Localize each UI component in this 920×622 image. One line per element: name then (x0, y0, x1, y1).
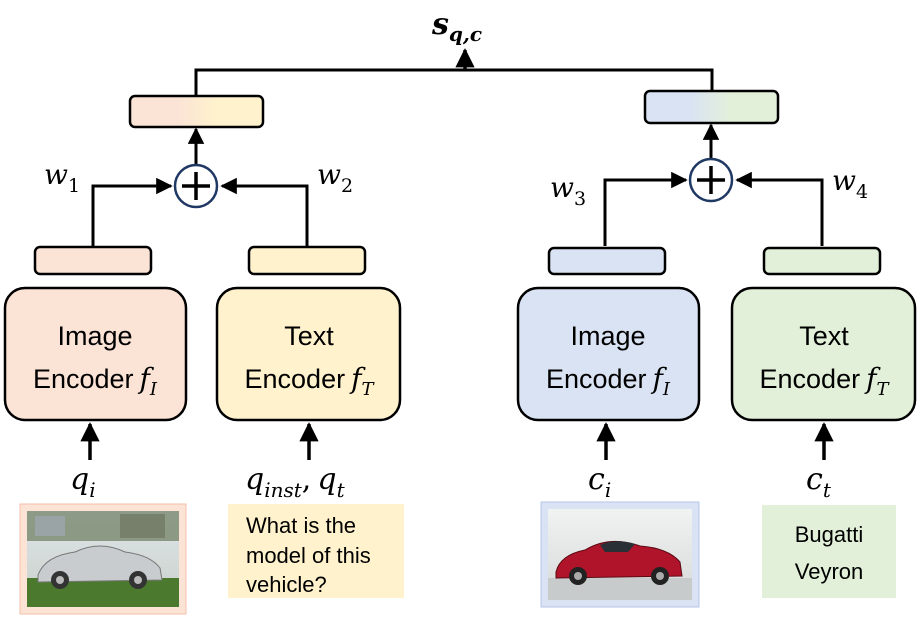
query-image-input-label: qi (70, 462, 96, 502)
candidate-fused-embedding (643, 89, 780, 125)
candidate-text-to-plus-arrow (735, 171, 824, 246)
candidate-text-input-label: ct (806, 462, 832, 502)
similarity-score-label: sq,c (431, 7, 482, 46)
top-bracket-line (194, 68, 714, 97)
svg-text:Text: Text (799, 321, 849, 351)
candidate-text-embedding (762, 246, 882, 276)
candidate-image-to-plus-arrow (603, 171, 688, 246)
svg-text:vehicle?: vehicle? (246, 572, 327, 597)
weight-w2-label: w2 (317, 158, 353, 197)
weight-w3-label: w3 (550, 171, 586, 210)
query-image-to-plus-arrow (91, 177, 173, 246)
query-fused-embedding (128, 94, 265, 129)
svg-text:Image: Image (570, 321, 645, 351)
weight-w1-label: w1 (44, 158, 80, 197)
candidate-answer-box: Bugatti Veyron (762, 505, 896, 598)
candidate-image-input-label: ci (588, 462, 611, 502)
svg-text:Image: Image (57, 321, 132, 351)
query-question-box: What is the model of this vehicle? (228, 504, 404, 598)
svg-text:Veyron: Veyron (795, 559, 864, 584)
query-text-embedding (247, 245, 367, 276)
query-car-image (19, 503, 187, 615)
query-plus-icon (173, 163, 219, 209)
candidate-image-embedding (547, 246, 667, 276)
query-text-to-plus-arrow (220, 177, 309, 246)
query-image-embedding (33, 245, 153, 276)
svg-text:Bugatti: Bugatti (795, 522, 864, 547)
weight-w4-label: w4 (832, 164, 868, 203)
svg-text:What is the: What is the (246, 513, 356, 538)
svg-text:Text: Text (284, 321, 334, 351)
candidate-plus-icon (688, 157, 734, 203)
candidate-car-image (540, 501, 700, 608)
svg-text:model of this: model of this (246, 543, 371, 568)
query-text-input-label: qinst,qt (245, 462, 346, 502)
